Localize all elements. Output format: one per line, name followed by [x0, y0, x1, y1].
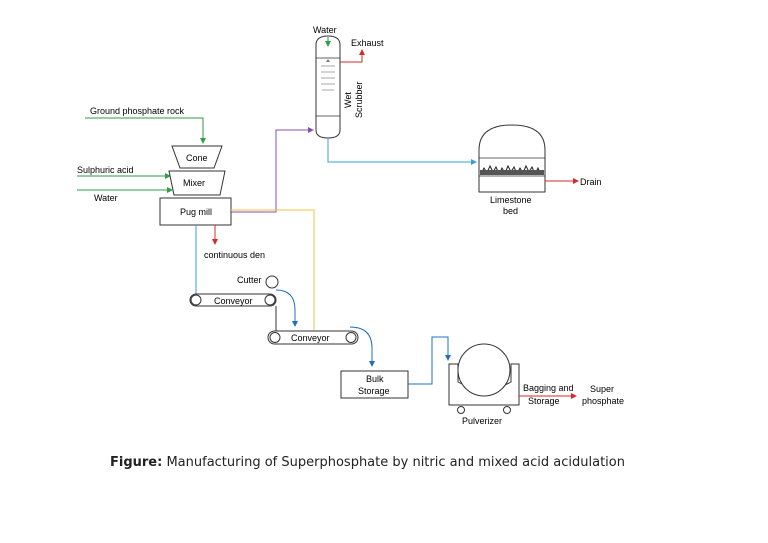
ground-phosphate-rock-label: Ground phosphate rock — [90, 106, 185, 116]
conveyor2-to-storage-arrow — [349, 326, 375, 367]
rock-feed-arrow — [85, 117, 206, 144]
conveyor-2 — [267, 330, 359, 345]
exhaust-arrow — [340, 49, 365, 63]
scrubber-to-limestone-line — [327, 138, 477, 165]
sulphuric-acid-label: Sulphuric acid — [77, 165, 134, 175]
bagging-and-label: Bagging and — [523, 383, 574, 393]
caption-prefix: Figure: — [110, 455, 163, 470]
storage-label: Storage — [358, 386, 390, 396]
caption-text: Manufacturing of Superphosphate by nitri… — [162, 455, 625, 470]
bulk-storage — [340, 370, 409, 399]
cone-hopper — [171, 145, 223, 169]
fumes-to-scrubber-line — [231, 127, 314, 213]
conveyor-1-label: Conveyor — [214, 296, 253, 306]
limestone-bed — [478, 124, 546, 193]
conveyor-1 — [189, 293, 277, 307]
drain-label: Drain — [580, 177, 602, 187]
storage-to-pulverizer-arrow — [408, 336, 451, 385]
cutter-icon — [265, 275, 279, 289]
figure-caption: Figure: Manufacturing of Superphosphate … — [110, 455, 710, 470]
wet-scrubber — [315, 35, 341, 139]
limestone-label: Limestone — [490, 195, 532, 205]
mixer-label: Mixer — [183, 178, 205, 188]
conveyor1-to-conveyor2-arrow — [275, 289, 298, 327]
conveyor-2-label: Conveyor — [291, 333, 330, 343]
packing-icon — [321, 65, 335, 91]
yellow-feed-line — [231, 209, 315, 330]
water-top-label: Water — [313, 25, 337, 35]
bulk-label: Bulk — [366, 374, 384, 384]
storage-2-label: Storage — [528, 396, 560, 406]
cone-label: Cone — [186, 153, 208, 163]
pug-mill-label: Pug mill — [180, 207, 212, 217]
bed-label: bed — [503, 206, 518, 216]
pulverizer-label: Pulverizer — [462, 416, 502, 426]
wet-label: Wet — [343, 92, 353, 108]
spray-nozzle-icon — [326, 59, 330, 62]
phosphate-label: phosphate — [582, 396, 624, 406]
super-label: Super — [590, 384, 614, 394]
water-left-label: Water — [94, 193, 118, 203]
cutter-label: Cutter — [237, 275, 262, 285]
scrubber-label: Scrubber — [354, 81, 364, 118]
exhaust-label: Exhaust — [351, 38, 384, 48]
pulverizer — [448, 343, 520, 414]
continuous-den-label: continuous den — [204, 250, 265, 260]
